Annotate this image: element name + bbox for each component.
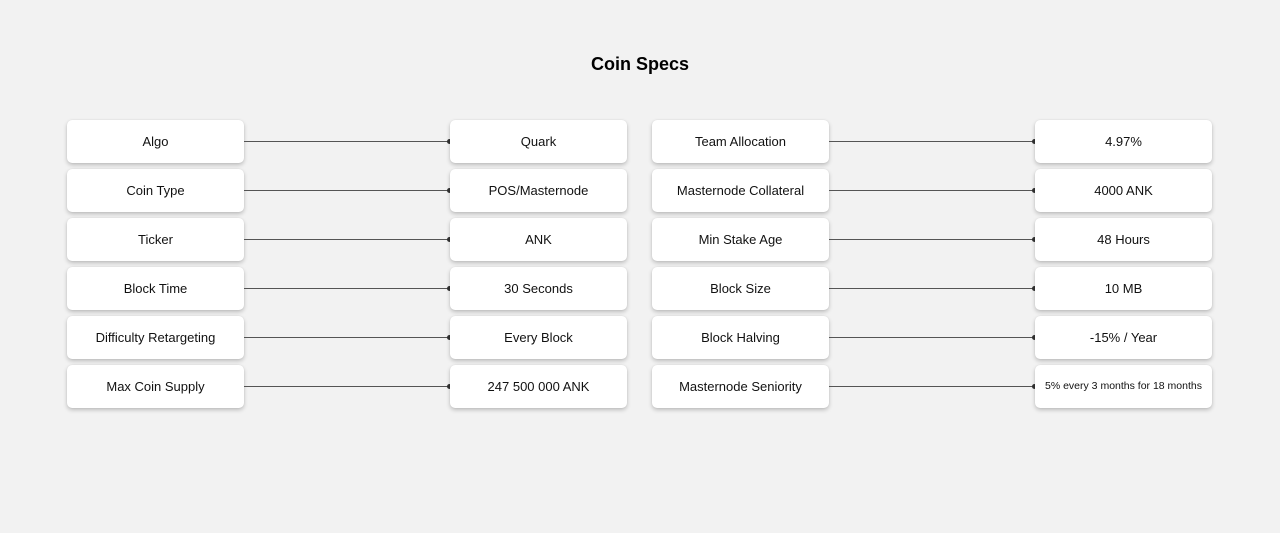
spec-value: 10 MB (1035, 267, 1212, 310)
connector-dot (447, 286, 452, 291)
connector-line (829, 286, 1037, 291)
connector-dot (447, 237, 452, 242)
spec-label: Ticker (67, 218, 244, 261)
spec-row: Block Size 10 MB (652, 267, 1213, 311)
spec-label: Masternode Seniority (652, 365, 829, 408)
connector-dot (1032, 237, 1037, 242)
page-title: Coin Specs (590, 54, 690, 74)
spec-row: Masternode Collateral 4000 ANK (652, 169, 1213, 213)
connector-line (244, 286, 452, 291)
connector-dot (1032, 384, 1037, 389)
spec-value: -15% / Year (1035, 316, 1212, 359)
spec-label: Masternode Collateral (652, 169, 829, 212)
spec-label: Max Coin Supply (67, 365, 244, 408)
spec-value: Every Block (450, 316, 627, 359)
connector-line (244, 384, 452, 389)
spec-value: ANK (450, 218, 627, 261)
spec-value: 4000 ANK (1035, 169, 1212, 212)
spec-row: Difficulty Retargeting Every Block (67, 316, 627, 360)
connector-dot (447, 335, 452, 340)
connector-dot (1032, 286, 1037, 291)
spec-value: 247 500 000 ANK (450, 365, 627, 408)
spec-row: Ticker ANK (67, 218, 627, 262)
spec-row: Block Time 30 Seconds (67, 267, 627, 311)
spec-row: Min Stake Age 48 Hours (652, 218, 1213, 262)
spec-value: Quark (450, 120, 627, 163)
connector-dot (1032, 335, 1037, 340)
spec-row: Coin Type POS/Masternode (67, 169, 627, 213)
connector-line (244, 139, 452, 144)
spec-row: Team Allocation 4.97% (652, 120, 1213, 164)
connector-line (829, 188, 1037, 193)
spec-label: Team Allocation (652, 120, 829, 163)
connector-line (244, 188, 452, 193)
spec-label: Block Size (652, 267, 829, 310)
connector-line (829, 384, 1037, 389)
left-spec-column: Algo Quark Coin Type POS/Masternode Tick… (67, 120, 627, 414)
spec-value: 30 Seconds (450, 267, 627, 310)
spec-value: POS/Masternode (450, 169, 627, 212)
connector-line (244, 335, 452, 340)
connector-line (244, 237, 452, 242)
spec-label: Algo (67, 120, 244, 163)
connector-dot (447, 384, 452, 389)
spec-row: Algo Quark (67, 120, 627, 164)
connector-dot (1032, 188, 1037, 193)
connector-line (829, 139, 1037, 144)
connector-dot (447, 139, 452, 144)
spec-label: Min Stake Age (652, 218, 829, 261)
spec-value: 5% every 3 months for 18 months (1035, 365, 1212, 408)
right-spec-column: Team Allocation 4.97% Masternode Collate… (652, 120, 1213, 414)
spec-value: 48 Hours (1035, 218, 1212, 261)
spec-label: Block Halving (652, 316, 829, 359)
connector-line (829, 335, 1037, 340)
spec-value: 4.97% (1035, 120, 1212, 163)
connector-line (829, 237, 1037, 242)
spec-row: Masternode Seniority 5% every 3 months f… (652, 365, 1213, 409)
spec-label: Block Time (67, 267, 244, 310)
spec-row: Max Coin Supply 247 500 000 ANK (67, 365, 627, 409)
connector-dot (1032, 139, 1037, 144)
spec-row: Block Halving -15% / Year (652, 316, 1213, 360)
spec-label: Difficulty Retargeting (67, 316, 244, 359)
connector-dot (447, 188, 452, 193)
spec-label: Coin Type (67, 169, 244, 212)
